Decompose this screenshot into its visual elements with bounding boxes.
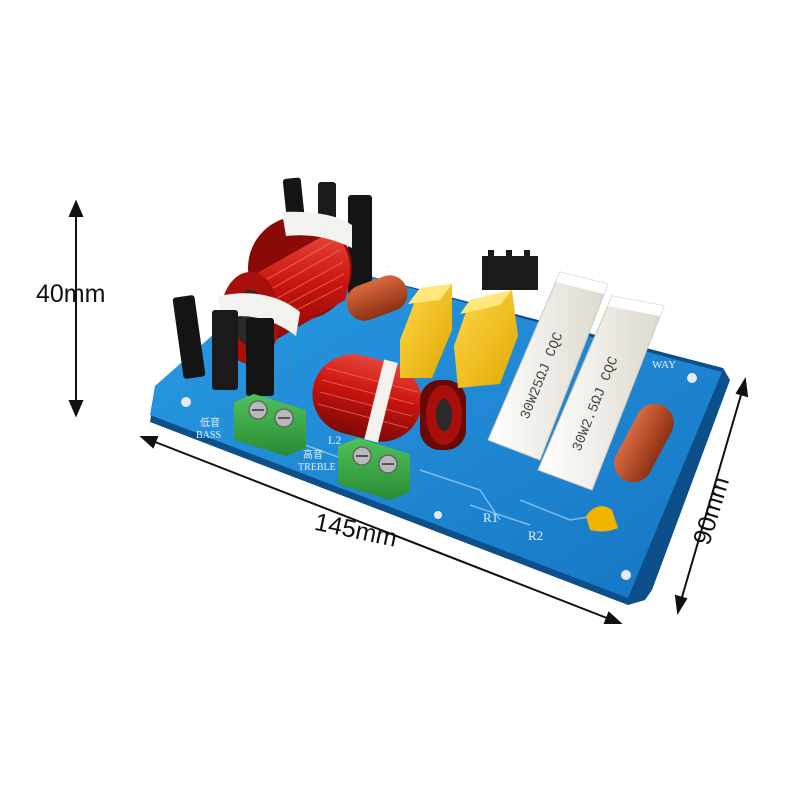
silk-r2: R2 xyxy=(528,528,543,543)
width-dimension-arrow xyxy=(674,377,749,615)
terminal-block-treble xyxy=(338,438,410,500)
silk-l2: L2 xyxy=(328,433,341,447)
height-dimension-arrow xyxy=(68,199,84,418)
length-dimension-arrow xyxy=(139,436,623,624)
film-capacitor-1 xyxy=(346,275,408,321)
silk-bass: BASS xyxy=(196,430,221,441)
cement-resistor-r1: 30W25ΩJ CQC xyxy=(487,271,609,461)
heatsink-bracket xyxy=(482,250,538,290)
yellow-capacitor-1 xyxy=(400,284,452,378)
inductor-l2 xyxy=(312,354,466,450)
silk-treble-cn: 高音 xyxy=(303,448,323,461)
inductor-l1 xyxy=(172,177,372,396)
silk-bass-cn: 低音 xyxy=(200,416,220,429)
terminal-block-bass xyxy=(234,394,306,456)
film-capacitor-2 xyxy=(614,403,674,483)
ceramic-capacitor xyxy=(586,506,618,532)
height-dimension-label: 40mm xyxy=(36,280,106,308)
silk-fragment: 2 xyxy=(385,264,390,275)
yellow-capacitor-2 xyxy=(454,290,518,388)
silk-treble: TREBLE xyxy=(298,462,336,473)
silk-way: WAY xyxy=(652,359,676,371)
silk-r1: R1 xyxy=(483,510,498,525)
